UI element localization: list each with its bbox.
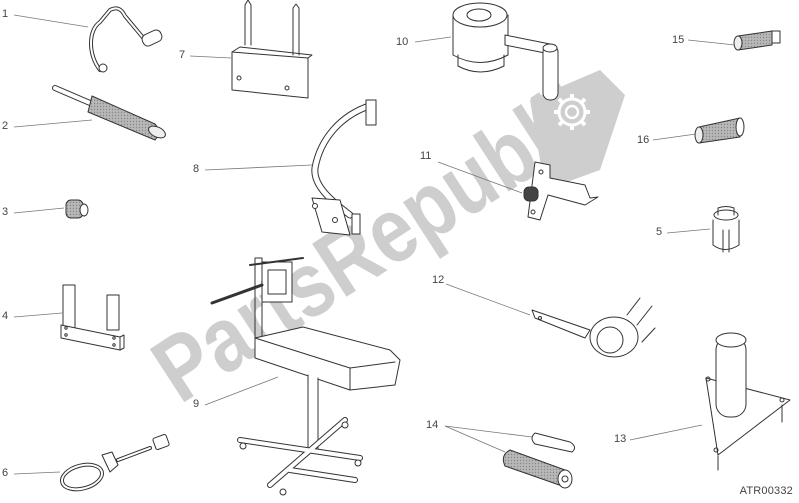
part-13-triangular-base-tool[interactable] (705, 332, 791, 471)
part-14-pin-and-knurled-sleeve[interactable] (502, 432, 576, 489)
callout-6: 6 (2, 467, 9, 479)
callout-12: 12 (432, 274, 445, 286)
part-16-knurled-pin[interactable] (694, 117, 745, 144)
part-12-ring-holder-with-pins[interactable] (531, 297, 656, 358)
callout-8: 8 (193, 163, 200, 175)
leader-lines (13, 14, 736, 475)
callout-14: 14 (426, 419, 439, 431)
part-1-hooked-crank-bar[interactable] (89, 6, 164, 73)
callout-11: 11 (420, 150, 432, 162)
callout-15: 15 (672, 34, 685, 46)
part-4-u-bracket-plate[interactable] (60, 284, 125, 351)
gear-icon (554, 94, 590, 130)
part-7-plate-with-two-pins[interactable] (231, 0, 313, 99)
callout-16: 16 (637, 134, 650, 146)
part-11-bracket-with-knob[interactable] (523, 161, 599, 221)
part-3-small-sleeve[interactable] (65, 199, 89, 219)
part-2-knurled-handle-pin[interactable] (52, 85, 167, 141)
callout-9: 9 (193, 398, 200, 410)
part-9-engine-stand-with-tray[interactable] (210, 257, 401, 496)
callout-7: 7 (179, 49, 186, 61)
callout-1: 1 (2, 8, 9, 20)
part-6-strap-filter-wrench[interactable] (57, 434, 170, 495)
callout-3: 3 (2, 206, 9, 218)
callout-4: 4 (2, 310, 9, 322)
callout-10: 10 (396, 36, 409, 48)
part-5-slotted-socket[interactable] (712, 206, 740, 253)
part-10-ring-tool-with-lever[interactable] (452, 2, 559, 101)
callout-13: 13 (614, 433, 627, 445)
part-15-knurled-threaded-pin[interactable] (733, 30, 781, 51)
callout-5: 5 (656, 226, 663, 238)
drawing-code: ATR00332 (739, 485, 793, 497)
part-8-curved-support-arm[interactable] (311, 99, 377, 236)
callout-2: 2 (2, 120, 9, 132)
